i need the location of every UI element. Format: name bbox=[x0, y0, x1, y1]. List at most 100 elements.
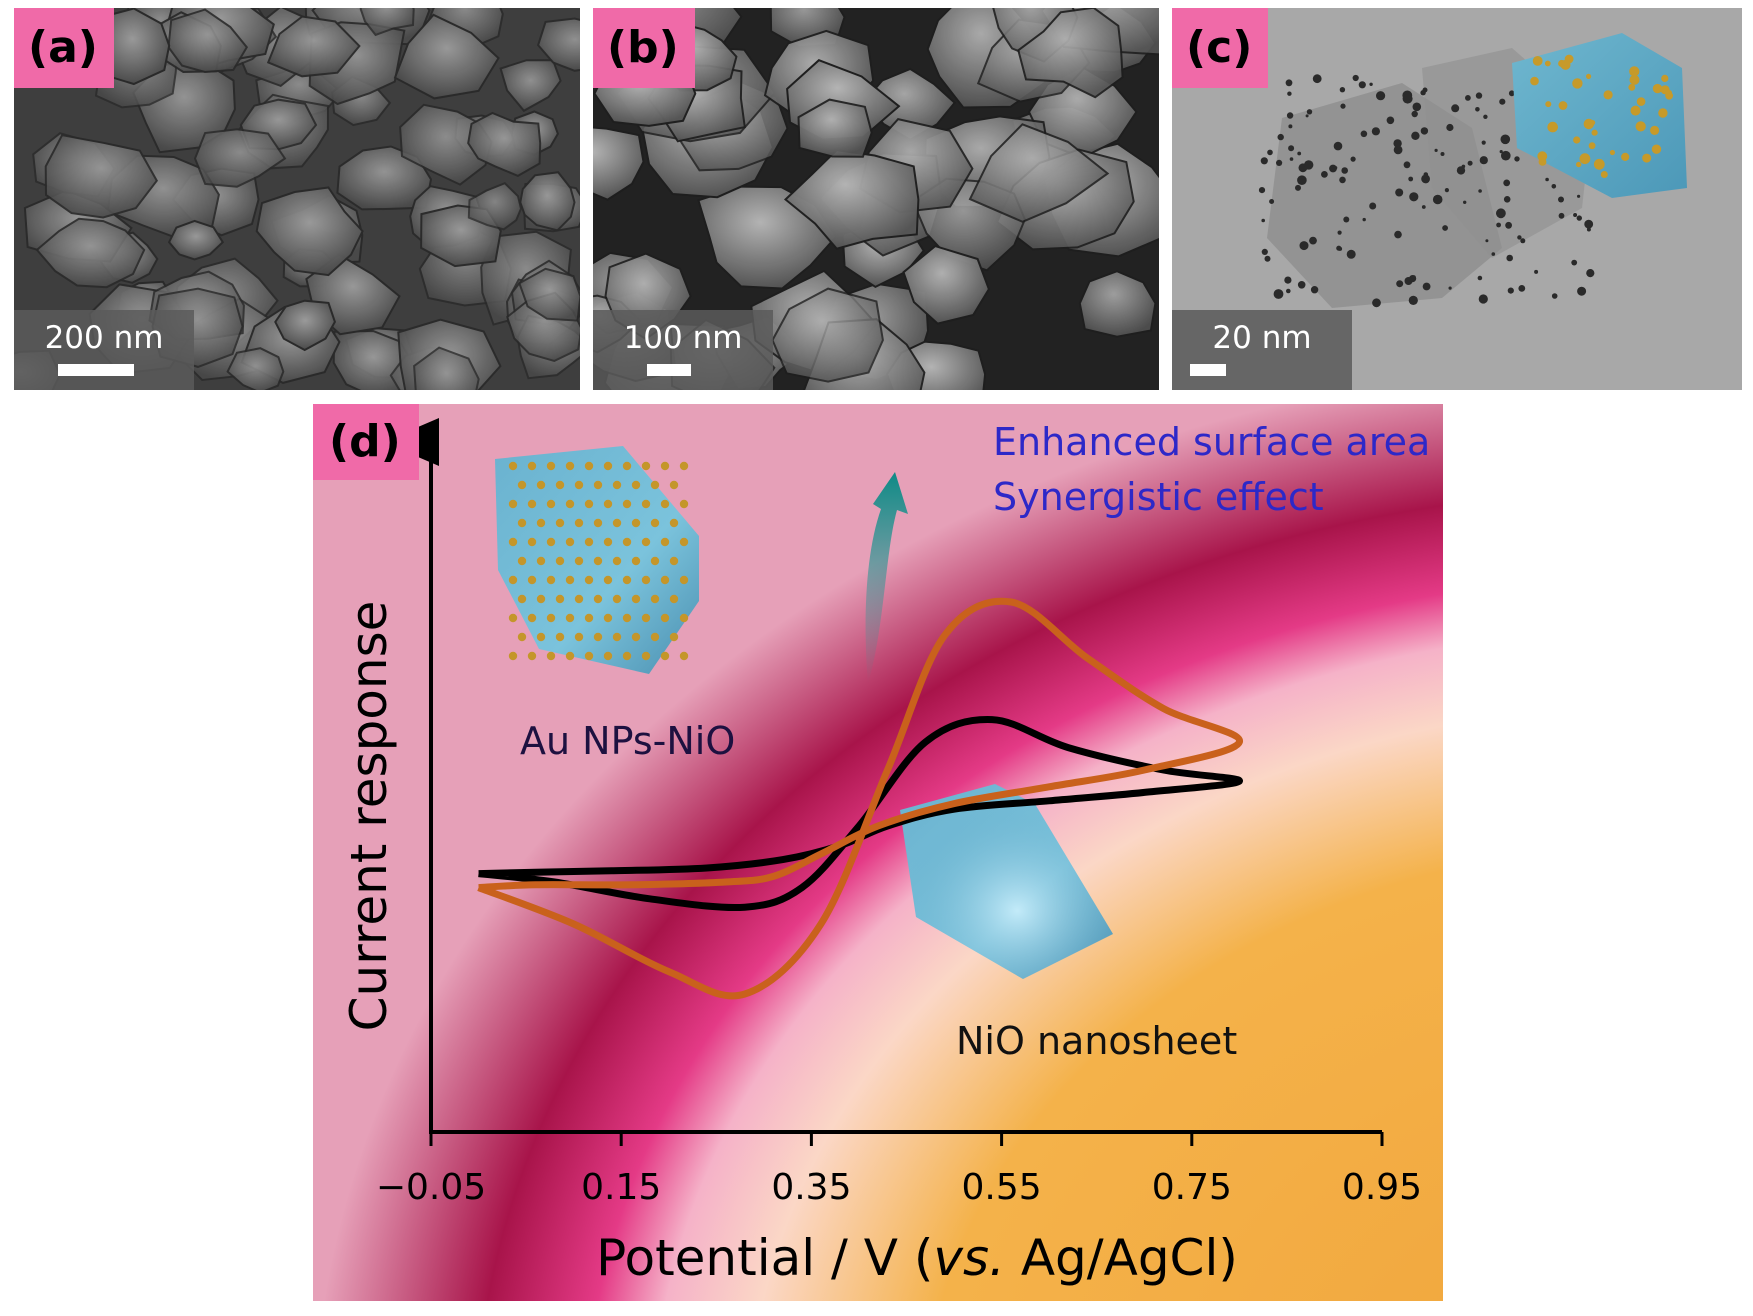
tem-particle bbox=[1485, 239, 1489, 243]
tem-particle bbox=[1451, 104, 1460, 113]
gold-nanoparticle bbox=[679, 651, 689, 661]
tem-particle bbox=[1422, 176, 1430, 184]
tem-particle bbox=[1478, 189, 1482, 193]
tem-particle bbox=[1393, 145, 1403, 155]
tem-particle bbox=[1337, 230, 1342, 235]
tem-particle bbox=[1277, 133, 1284, 141]
tem-particle bbox=[1432, 194, 1443, 205]
flake-shape bbox=[255, 186, 364, 277]
gold-nanoparticle bbox=[565, 499, 575, 509]
tem-particle bbox=[1456, 166, 1466, 175]
tem-particle bbox=[1501, 150, 1511, 161]
tem-particle bbox=[1260, 157, 1268, 165]
gold-nanoparticle bbox=[622, 537, 632, 547]
cv-curve-au-nps-nio bbox=[477, 597, 1243, 1000]
tem-particle bbox=[1285, 79, 1293, 87]
gold-nanoparticle bbox=[536, 632, 546, 642]
gold-nanoparticle bbox=[612, 632, 622, 642]
gold-nanoparticle bbox=[593, 632, 603, 642]
gold-particle bbox=[1558, 101, 1568, 110]
x-tick-label: 0.35 bbox=[771, 1167, 851, 1208]
gold-nanoparticle bbox=[555, 518, 565, 528]
tem-particle bbox=[1396, 280, 1404, 288]
scale-text-a: 200 nm bbox=[44, 320, 164, 356]
tem-particle bbox=[1305, 114, 1309, 118]
tem-particle bbox=[1393, 139, 1402, 148]
gold-particle bbox=[1628, 83, 1636, 91]
tem-particle bbox=[1586, 227, 1591, 232]
tem-particle bbox=[1503, 196, 1511, 203]
gold-nanoparticle bbox=[660, 613, 670, 623]
flake-shape bbox=[193, 128, 287, 188]
gold-particle bbox=[1603, 90, 1613, 100]
tem-particle bbox=[1571, 259, 1578, 266]
gold-nanoparticle bbox=[527, 499, 537, 509]
gold-nanoparticle bbox=[546, 499, 556, 509]
gold-nanoparticle bbox=[603, 651, 613, 661]
panel-label-a: (a) bbox=[14, 8, 114, 88]
gold-nanoparticle bbox=[565, 651, 575, 661]
gold-nanoparticle bbox=[546, 613, 556, 623]
tem-particle bbox=[1517, 235, 1522, 240]
gold-nanoparticle bbox=[574, 480, 584, 490]
flake-shape bbox=[226, 347, 285, 390]
tem-particle bbox=[1386, 116, 1395, 125]
gold-particle bbox=[1635, 121, 1646, 132]
tem-particle bbox=[1496, 208, 1506, 219]
tem-particle bbox=[1444, 188, 1449, 193]
gold-nanoparticle bbox=[574, 632, 584, 642]
gold-particle bbox=[1621, 152, 1630, 161]
tem-particle bbox=[1440, 152, 1445, 156]
tem-particle bbox=[1258, 187, 1266, 194]
flake-shape bbox=[467, 111, 542, 178]
tem-particle bbox=[1411, 110, 1418, 118]
tem-particle bbox=[1336, 245, 1342, 251]
gold-particle bbox=[1572, 78, 1583, 89]
tem-particle bbox=[1404, 277, 1413, 285]
gold-nanoparticle bbox=[584, 499, 594, 509]
tem-particle bbox=[1340, 103, 1346, 109]
tem-particle bbox=[1534, 269, 1539, 274]
flake-shape bbox=[266, 15, 361, 78]
scale-bar-a: 200 nm bbox=[14, 310, 194, 390]
tem-particle bbox=[1360, 130, 1368, 138]
gold-nanoparticle bbox=[527, 461, 537, 471]
gold-particle bbox=[1586, 73, 1592, 79]
gold-particle bbox=[1591, 129, 1598, 136]
tem-particle bbox=[1409, 192, 1419, 202]
gold-nanoparticle bbox=[679, 499, 689, 509]
gold-nanoparticle bbox=[527, 575, 537, 585]
gold-nanoparticle bbox=[603, 461, 613, 471]
tem-particle bbox=[1577, 194, 1581, 198]
tem-particle bbox=[1321, 171, 1328, 178]
tem-particle bbox=[1573, 213, 1578, 217]
gold-nanoparticle bbox=[660, 461, 670, 471]
scale-bar-line-b bbox=[647, 364, 691, 376]
gold-nanoparticle bbox=[517, 480, 527, 490]
tem-particle bbox=[1506, 254, 1513, 262]
tem-particle bbox=[1422, 282, 1431, 291]
gold-nanoparticle bbox=[631, 632, 641, 642]
tem-particle bbox=[1477, 275, 1483, 281]
x-tick-label: 0.95 bbox=[1342, 1167, 1422, 1208]
tem-particle bbox=[1423, 172, 1429, 177]
scale-bar-line-a bbox=[58, 364, 134, 376]
gold-nanoparticle bbox=[565, 575, 575, 585]
scale-bar-b: 100 nm bbox=[593, 310, 773, 390]
tem-particle bbox=[1478, 294, 1488, 304]
gold-particle bbox=[1658, 108, 1668, 118]
gold-nanoparticle bbox=[641, 613, 651, 623]
gold-nanoparticle bbox=[517, 556, 527, 566]
tem-particle bbox=[1295, 184, 1301, 191]
gold-nanoparticle bbox=[641, 651, 651, 661]
gold-particle bbox=[1558, 59, 1566, 68]
tem-particle bbox=[1403, 161, 1411, 169]
flake-shape bbox=[968, 123, 1110, 223]
gold-nanoparticle bbox=[565, 461, 575, 471]
gold-nanoparticle bbox=[536, 556, 546, 566]
gold-particle bbox=[1600, 171, 1608, 178]
tem-particle bbox=[1343, 216, 1350, 223]
flake-shape bbox=[167, 219, 225, 261]
tem-particle bbox=[1411, 131, 1420, 140]
